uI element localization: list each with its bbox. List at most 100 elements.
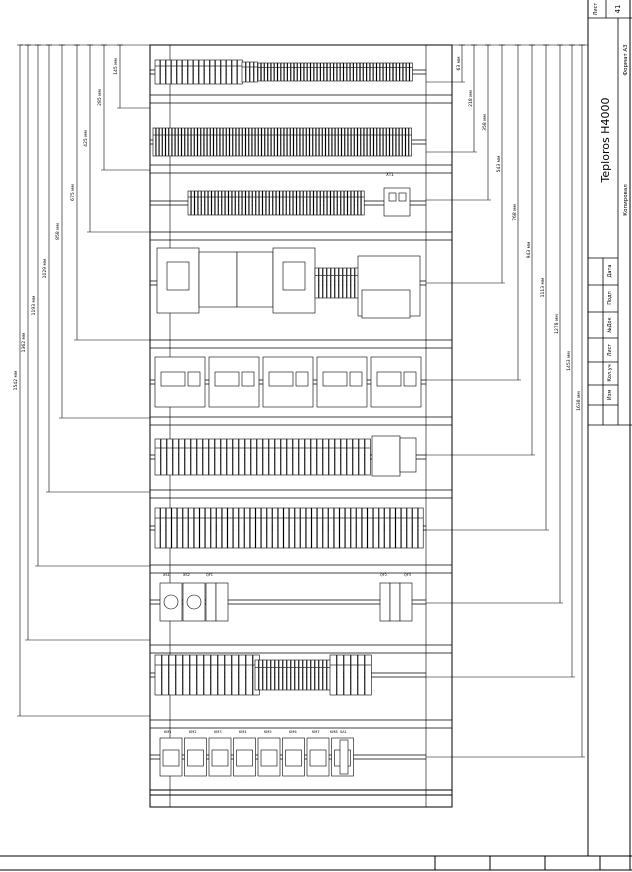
row1-right-terminal-9 bbox=[287, 62, 291, 82]
row2-terminal-15 bbox=[200, 127, 204, 157]
row1-right-terminal-4 bbox=[270, 62, 275, 82]
row6-breaker-terminal-32 bbox=[346, 438, 353, 476]
row10-switch bbox=[339, 739, 349, 775]
row1-left-terminal-3 bbox=[171, 59, 177, 85]
row9-terminal-terminal-8 bbox=[286, 659, 291, 691]
row7-relay-terminal-37 bbox=[361, 507, 368, 549]
row2-terminal-71 bbox=[379, 127, 384, 157]
row2-terminal-65 bbox=[360, 127, 364, 157]
row1-right-terminal-29 bbox=[353, 62, 357, 82]
row3-terminal-25 bbox=[272, 190, 277, 216]
row1-right-terminal-33 bbox=[366, 62, 370, 82]
row1-right-terminal-25 bbox=[340, 62, 344, 82]
row9-contactor-terminal-1 bbox=[161, 654, 169, 696]
row7-relay-terminal-27 bbox=[305, 507, 312, 549]
row8-tag-1: XS1 bbox=[163, 573, 170, 577]
row1-right-terminal-30 bbox=[356, 62, 360, 82]
row2-terminal-5 bbox=[168, 127, 172, 157]
row9-terminal-terminal-1 bbox=[258, 659, 263, 691]
row10-tag-4: KM4 bbox=[239, 730, 247, 734]
row7-relay-terminal-6 bbox=[188, 507, 194, 549]
row2-terminal-14 bbox=[197, 127, 201, 157]
row2-terminal-75 bbox=[392, 127, 396, 157]
row8-socket-2-face bbox=[186, 594, 202, 610]
row10-tag-6: KM6 bbox=[289, 730, 297, 734]
row7-relay-terminal-17 bbox=[249, 507, 256, 549]
row2-terminal-9 bbox=[181, 127, 185, 157]
row2-terminal-39 bbox=[277, 127, 281, 157]
row3-terminal-27 bbox=[279, 190, 283, 216]
right-dim-label-3: 543 мм bbox=[496, 156, 502, 173]
row9-terminal-terminal-3 bbox=[266, 659, 271, 691]
row1-right-terminal-10 bbox=[290, 62, 294, 82]
row6-breaker-terminal-5 bbox=[184, 438, 191, 476]
row2-terminal-46 bbox=[299, 127, 304, 157]
row2-terminal-7 bbox=[175, 127, 179, 157]
row2-terminal-79 bbox=[405, 127, 409, 157]
row2-terminal-67 bbox=[367, 127, 371, 157]
row1-right-terminal-34 bbox=[369, 62, 374, 82]
row3-terminal-29 bbox=[286, 190, 290, 216]
row3-terminal-31 bbox=[293, 190, 297, 216]
row9-contactor-terminal-13 bbox=[245, 654, 253, 696]
row6-relay bbox=[371, 435, 401, 477]
row2-terminal-54 bbox=[325, 127, 329, 157]
row2-terminal-60 bbox=[344, 127, 348, 157]
row8-socket-1-face bbox=[163, 594, 179, 610]
row1-right-terminal-16 bbox=[310, 62, 314, 82]
format-label: Формат А3 bbox=[623, 44, 629, 76]
row9-terminal-terminal-15 bbox=[314, 659, 319, 691]
row1-right-terminal-39 bbox=[386, 62, 390, 82]
row4-device-3 bbox=[236, 251, 274, 308]
row4-transformer-base bbox=[361, 289, 411, 319]
row1-right-terminal-19 bbox=[320, 62, 324, 82]
row2-terminal-6 bbox=[171, 127, 176, 157]
row7-relay-terminal-36 bbox=[356, 507, 362, 549]
row6-breaker-terminal-1 bbox=[160, 438, 167, 476]
row7-relay-terminal-23 bbox=[283, 507, 290, 549]
row7-relay-terminal-10 bbox=[210, 507, 217, 549]
row2-terminal-61 bbox=[347, 127, 352, 157]
row8-breaker-4 bbox=[389, 582, 401, 622]
row3-terminal-34 bbox=[303, 190, 307, 216]
row2-terminal-12 bbox=[191, 127, 195, 157]
row7-relay-terminal-35 bbox=[350, 507, 357, 549]
row5-controller-io-1 bbox=[241, 371, 255, 387]
row1-left-terminal-14 bbox=[231, 59, 238, 85]
row10-tag-1: KM1 bbox=[164, 730, 172, 734]
row6-breaker-terminal-8 bbox=[202, 438, 209, 476]
row2-terminal-36 bbox=[267, 127, 272, 157]
row2-terminal-25 bbox=[232, 127, 236, 157]
row6-breaker-terminal-16 bbox=[250, 438, 257, 476]
row4-terminal-terminal-6 bbox=[338, 267, 343, 299]
left-dim-label-0: 145 мм bbox=[113, 58, 119, 75]
row7-relay-terminal-47 bbox=[417, 507, 424, 549]
row9-contactor-terminal-8 bbox=[210, 654, 218, 696]
row2-terminal-43 bbox=[290, 127, 294, 157]
row7-relay-terminal-20 bbox=[266, 507, 273, 549]
row1-right-terminal-17 bbox=[313, 62, 318, 82]
wire-ducts bbox=[150, 94, 452, 729]
row3-terminal-36 bbox=[310, 190, 314, 216]
row1-left-terminal-8 bbox=[198, 59, 205, 85]
col-podp: Подп bbox=[607, 291, 613, 305]
row2-terminal-76 bbox=[395, 127, 400, 157]
col-izm: Изм bbox=[607, 390, 613, 400]
row10-contactor-face-5 bbox=[285, 749, 302, 767]
row1-right-terminal-42 bbox=[396, 62, 400, 82]
row7-relay-terminal-30 bbox=[322, 507, 329, 549]
row2-terminal-44 bbox=[293, 127, 297, 157]
row2-terminal-28 bbox=[242, 127, 246, 157]
row2-terminal-26 bbox=[235, 127, 240, 157]
row2-terminal-31 bbox=[251, 127, 256, 157]
row1-right-terminal-27 bbox=[346, 62, 351, 82]
left-dim-label-1: 285 мм bbox=[97, 89, 103, 106]
row3-terminal-8 bbox=[214, 190, 219, 216]
row6-breaker-terminal-18 bbox=[262, 438, 269, 476]
row9-terminal-terminal-14 bbox=[310, 659, 315, 691]
row1-right-terminal-44 bbox=[402, 62, 407, 82]
row1-right-terminal-2 bbox=[264, 62, 268, 82]
row7-relay-terminal-12 bbox=[221, 507, 228, 549]
row1-right-terminal-1 bbox=[260, 62, 265, 82]
row6-breaker-terminal-6 bbox=[190, 438, 197, 476]
